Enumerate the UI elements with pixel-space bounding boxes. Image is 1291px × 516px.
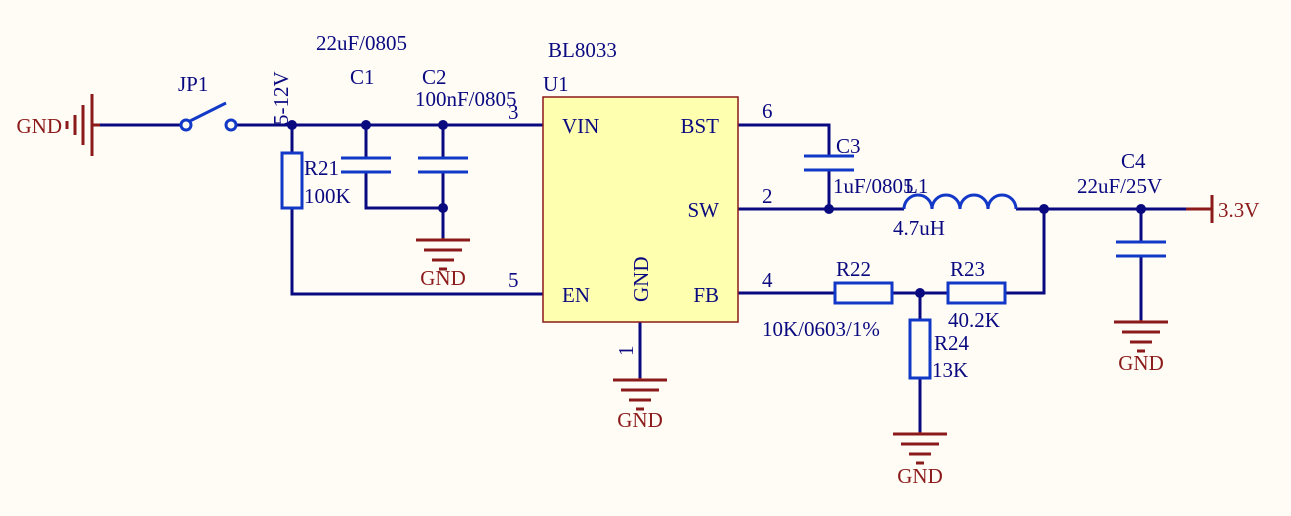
junction-dot bbox=[438, 203, 448, 213]
input-net-label: GND bbox=[17, 114, 63, 138]
resistor-body-icon bbox=[833, 281, 894, 305]
ground-u1: GND bbox=[613, 378, 667, 432]
ground-symbol-icon bbox=[65, 94, 94, 156]
junction-dot bbox=[438, 120, 448, 130]
r21-value: 100K bbox=[304, 184, 351, 208]
junction-dot bbox=[824, 204, 834, 214]
capacitor-plates-icon bbox=[1116, 240, 1166, 258]
r24-ref: R24 bbox=[934, 331, 970, 355]
ic-part-name: BL8033 bbox=[548, 38, 617, 62]
ground-c2: GND bbox=[416, 238, 470, 290]
pin-number-bst: 6 bbox=[762, 99, 773, 123]
pin-bst-label: BST bbox=[680, 114, 719, 138]
junction-dot bbox=[1136, 204, 1146, 214]
resistor-r21[interactable]: R21 100K bbox=[280, 151, 351, 210]
junction-dot bbox=[915, 288, 925, 298]
output-net-label: 3.3V bbox=[1218, 198, 1259, 222]
output-power-port[interactable]: 3.3V bbox=[1186, 195, 1259, 223]
c3-value: 1uF/0805 bbox=[833, 174, 914, 198]
capacitor-c4[interactable]: C4 22uF/25V bbox=[1077, 149, 1166, 258]
jumper-jp1[interactable]: JP1 bbox=[178, 72, 238, 132]
ground-r24: GND bbox=[893, 432, 947, 488]
junction-dot bbox=[1039, 204, 1049, 214]
capacitor-c3[interactable]: C3 1uF/0805 bbox=[804, 134, 914, 198]
c2-value: 100nF/0805 bbox=[415, 87, 517, 111]
pin-fb-label: FB bbox=[693, 283, 719, 307]
wire-feedback-top bbox=[1005, 209, 1046, 295]
capacitor-c2[interactable]: C2 100nF/0805 bbox=[415, 65, 517, 174]
pin-number-vin: 3 bbox=[508, 100, 519, 124]
c2-ref: C2 bbox=[422, 65, 447, 89]
ic-ref: U1 bbox=[543, 72, 569, 96]
input-power-port[interactable]: GND bbox=[17, 94, 101, 156]
pin-sw-label: SW bbox=[688, 198, 720, 222]
wire-c1-bottom bbox=[364, 172, 443, 210]
resistor-r24[interactable]: R24 13K bbox=[908, 318, 970, 382]
junctions bbox=[287, 120, 1146, 298]
inductor-coil-icon bbox=[902, 193, 1018, 210]
resistor-r22[interactable]: R22 10K/0603/1% bbox=[762, 257, 894, 341]
wire-en-net bbox=[290, 208, 543, 296]
c1-value: 22uF/0805 bbox=[316, 31, 407, 55]
pin-number-sw: 2 bbox=[762, 184, 773, 208]
r23-value: 40.2K bbox=[948, 308, 1000, 332]
pin-vin-label: VIN bbox=[562, 114, 599, 138]
pin-number-fb: 4 bbox=[762, 268, 773, 292]
pin-number-gnd: 1 bbox=[614, 346, 638, 357]
pin-gnd-label: GND bbox=[629, 257, 653, 303]
r23-ref: R23 bbox=[950, 257, 985, 281]
ground-symbol-icon bbox=[613, 378, 667, 411]
resistor-body-icon bbox=[908, 318, 932, 380]
inductor-l1[interactable]: L1 4.7uH bbox=[893, 174, 1018, 240]
ic-u1[interactable]: BL8033 U1 VIN BST SW EN FB GND 3 6 2 5 4… bbox=[508, 38, 773, 356]
l1-value: 4.7uH bbox=[893, 216, 945, 240]
r22-ref: R22 bbox=[836, 257, 871, 281]
capacitor-plates-icon bbox=[804, 154, 854, 172]
ground-symbol-icon bbox=[1114, 320, 1168, 353]
junction-dot bbox=[287, 120, 297, 130]
r21-ref: R21 bbox=[304, 156, 339, 180]
pin-number-en: 5 bbox=[508, 268, 519, 292]
r24-value: 13K bbox=[932, 358, 968, 382]
input-voltage-label: 5-12V bbox=[269, 71, 293, 125]
resistor-body-icon bbox=[946, 281, 1007, 305]
c1-ref: C1 bbox=[350, 65, 375, 89]
wire-bst bbox=[738, 123, 831, 156]
gnd-label: GND bbox=[897, 464, 943, 488]
gnd-label: GND bbox=[617, 408, 663, 432]
capacitor-c1[interactable]: C1 22uF/0805 bbox=[316, 31, 407, 174]
pin-en-label: EN bbox=[562, 283, 590, 307]
capacitor-plates-icon bbox=[418, 156, 468, 174]
resistor-body-icon bbox=[280, 151, 304, 210]
ground-symbol-icon bbox=[893, 432, 947, 465]
c3-ref: C3 bbox=[836, 134, 861, 158]
r22-value: 10K/0603/1% bbox=[762, 317, 880, 341]
ic-body bbox=[542, 96, 739, 323]
c4-value: 22uF/25V bbox=[1077, 174, 1162, 198]
l1-ref: L1 bbox=[905, 174, 928, 198]
ground-c4: GND bbox=[1114, 320, 1168, 375]
gnd-label: GND bbox=[420, 266, 466, 290]
junction-dot bbox=[361, 120, 371, 130]
resistor-r23[interactable]: R23 40.2K bbox=[946, 257, 1007, 332]
jp1-ref: JP1 bbox=[178, 72, 208, 96]
gnd-label: GND bbox=[1118, 351, 1164, 375]
switch-lever-icon bbox=[189, 101, 227, 123]
capacitor-plates-icon bbox=[341, 156, 391, 174]
ground-symbol-icon bbox=[416, 238, 470, 271]
c4-ref: C4 bbox=[1121, 149, 1146, 173]
power-bar-icon bbox=[1186, 195, 1214, 223]
